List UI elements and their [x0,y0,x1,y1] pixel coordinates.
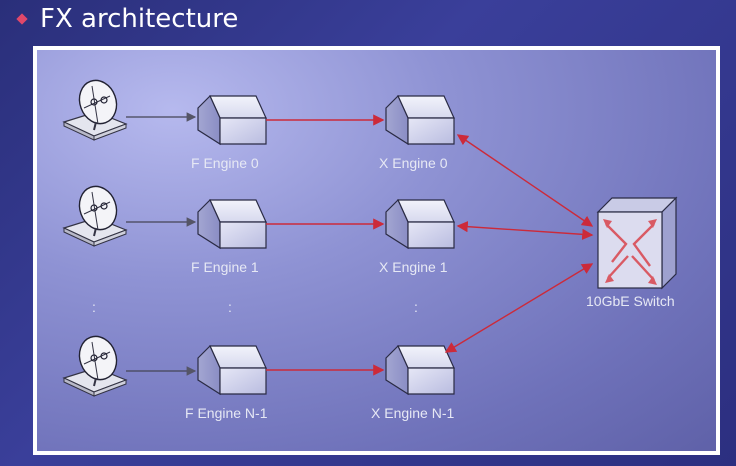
x-engine-box-1 [385,199,455,249]
switch-link-0 [456,134,594,227]
x-engine-box-n1 [385,345,455,395]
x-engine-label-n1: X Engine N-1 [371,405,454,421]
switch-link-n1 [444,263,594,353]
f-engine-box-0 [197,95,267,145]
slide-title-text: FX architecture [40,4,239,34]
switch-label: 10GbE Switch [586,293,675,309]
antenna-dish-icon-0 [63,74,127,141]
switch-link-1 [456,221,594,240]
switch-icon [596,196,678,290]
ellipsis-f-engines: : [228,299,232,315]
slide-title: FX architecture [14,2,238,36]
x-engine-label-0: X Engine 0 [379,155,448,171]
antenna-dish-icon-n1 [63,330,127,397]
f-engine-label-0: F Engine 0 [191,155,259,171]
f-engine-label-n1: F Engine N-1 [185,405,268,421]
ellipsis-antennas: : [92,299,96,315]
f-engine-label-1: F Engine 1 [191,259,259,275]
f-engine-box-n1 [197,345,267,395]
antenna-dish-icon-1 [63,180,127,247]
x-engine-box-0 [385,95,455,145]
x-engine-label-1: X Engine 1 [379,259,448,275]
ellipsis-x-engines: : [414,299,418,315]
f-engine-box-1 [197,199,267,249]
